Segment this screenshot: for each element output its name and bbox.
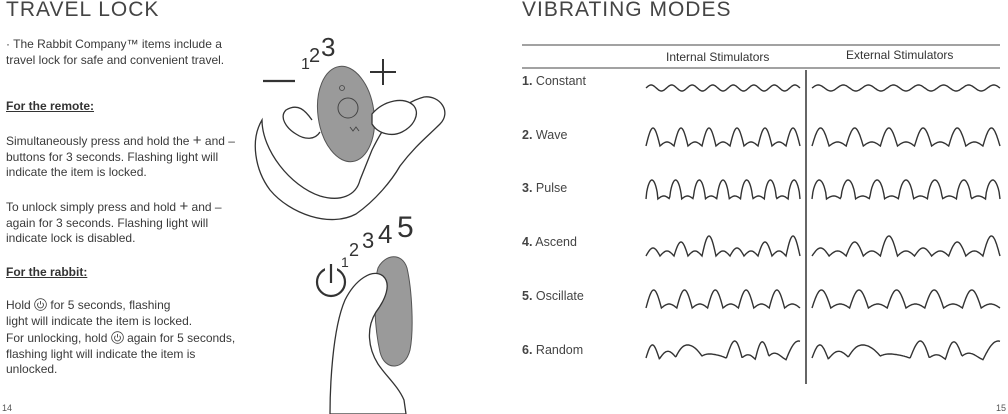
count-2-remote: 2 — [309, 45, 321, 67]
plus-icon: + — [192, 132, 202, 149]
remote-heading: For the remote: — [6, 99, 95, 113]
waveform-external-3 — [811, 179, 1001, 201]
count-1-rabbit: 1 — [341, 254, 349, 270]
waveform-external-4 — [811, 235, 1001, 258]
rabbit-lock-text-c: light will indicate the item is locked. — [6, 313, 193, 328]
waveform-internal-5 — [645, 289, 801, 310]
remote-lock-text-b: and – buttons for 3 seconds. Flashing li… — [6, 134, 235, 179]
rabbit-lock-text-a: Hold — [6, 298, 31, 312]
column-header-external: External Stimulators — [846, 48, 954, 62]
waveform-external-1 — [811, 84, 1001, 92]
waveform-internal-6 — [645, 340, 801, 361]
mode-label-random: 6. Random — [522, 343, 584, 357]
waveform-internal-2 — [645, 127, 801, 148]
page-number-right: 15 — [996, 403, 1007, 413]
rabbit-unlock-text-b: again for 5 — [127, 331, 184, 345]
count-2-rabbit: 2 — [349, 240, 360, 260]
waveform-internal-4 — [645, 235, 801, 258]
plus-icon: + — [179, 198, 189, 215]
count-1-remote: 1 — [301, 56, 310, 73]
remote-lock-text-a: Simultaneously press and hold the — [6, 134, 190, 148]
rabbit-heading: For the rabbit: — [6, 265, 88, 279]
page-title-vibrating-modes: VIBRATING MODES — [522, 0, 732, 21]
count-4-rabbit: 4 — [378, 219, 393, 249]
rabbit-lock-text-b: for 5 seconds, flashing — [50, 298, 171, 312]
mode-label-constant: 1. Constant — [522, 74, 586, 88]
waveform-external-2 — [811, 127, 1001, 148]
count-3-rabbit: 3 — [362, 228, 375, 253]
page-title-travel-lock: TRAVEL LOCK — [6, 0, 160, 21]
rabbit-instruction-unlock: For unlocking, hold again for 5 seconds,… — [6, 331, 248, 378]
power-icon — [110, 331, 124, 344]
count-3-remote: 3 — [321, 32, 336, 62]
remote-instruction-unlock: To unlock simply press and hold + and – … — [6, 198, 246, 247]
waveform-external-6 — [811, 340, 1001, 361]
count-5-rabbit: 5 — [397, 211, 414, 244]
mode-label-wave: 2. Wave — [522, 128, 568, 142]
power-icon — [34, 298, 47, 311]
remote-unlock-text-b: and – again for 3 seconds. Flashing ligh… — [6, 200, 222, 245]
remote-unlock-text-a: To unlock simply press and hold — [6, 200, 177, 214]
mode-label-ascend: 4. Ascend — [522, 235, 577, 249]
remote-instruction-lock: Simultaneously press and hold the + and … — [6, 132, 246, 181]
rabbit-instruction-lock: Hold for 5 seconds, flashing light will … — [6, 298, 248, 329]
page-number-left: 14 — [2, 403, 13, 413]
intro-text: · The Rabbit Company™ items include a tr… — [6, 37, 225, 67]
waveform-internal-3 — [645, 179, 801, 201]
mode-label-pulse: 3. Pulse — [522, 181, 568, 195]
rabbit-unlock-text-c: seconds, flashing light will indicate th… — [6, 331, 236, 376]
waveform-internal-1 — [645, 84, 801, 92]
waveform-external-5 — [811, 289, 1001, 310]
column-header-internal: Internal Stimulators — [666, 50, 770, 64]
mode-label-oscillate: 5. Oscillate — [522, 289, 584, 303]
rabbit-unlock-text-a: For unlocking, hold — [6, 331, 108, 345]
